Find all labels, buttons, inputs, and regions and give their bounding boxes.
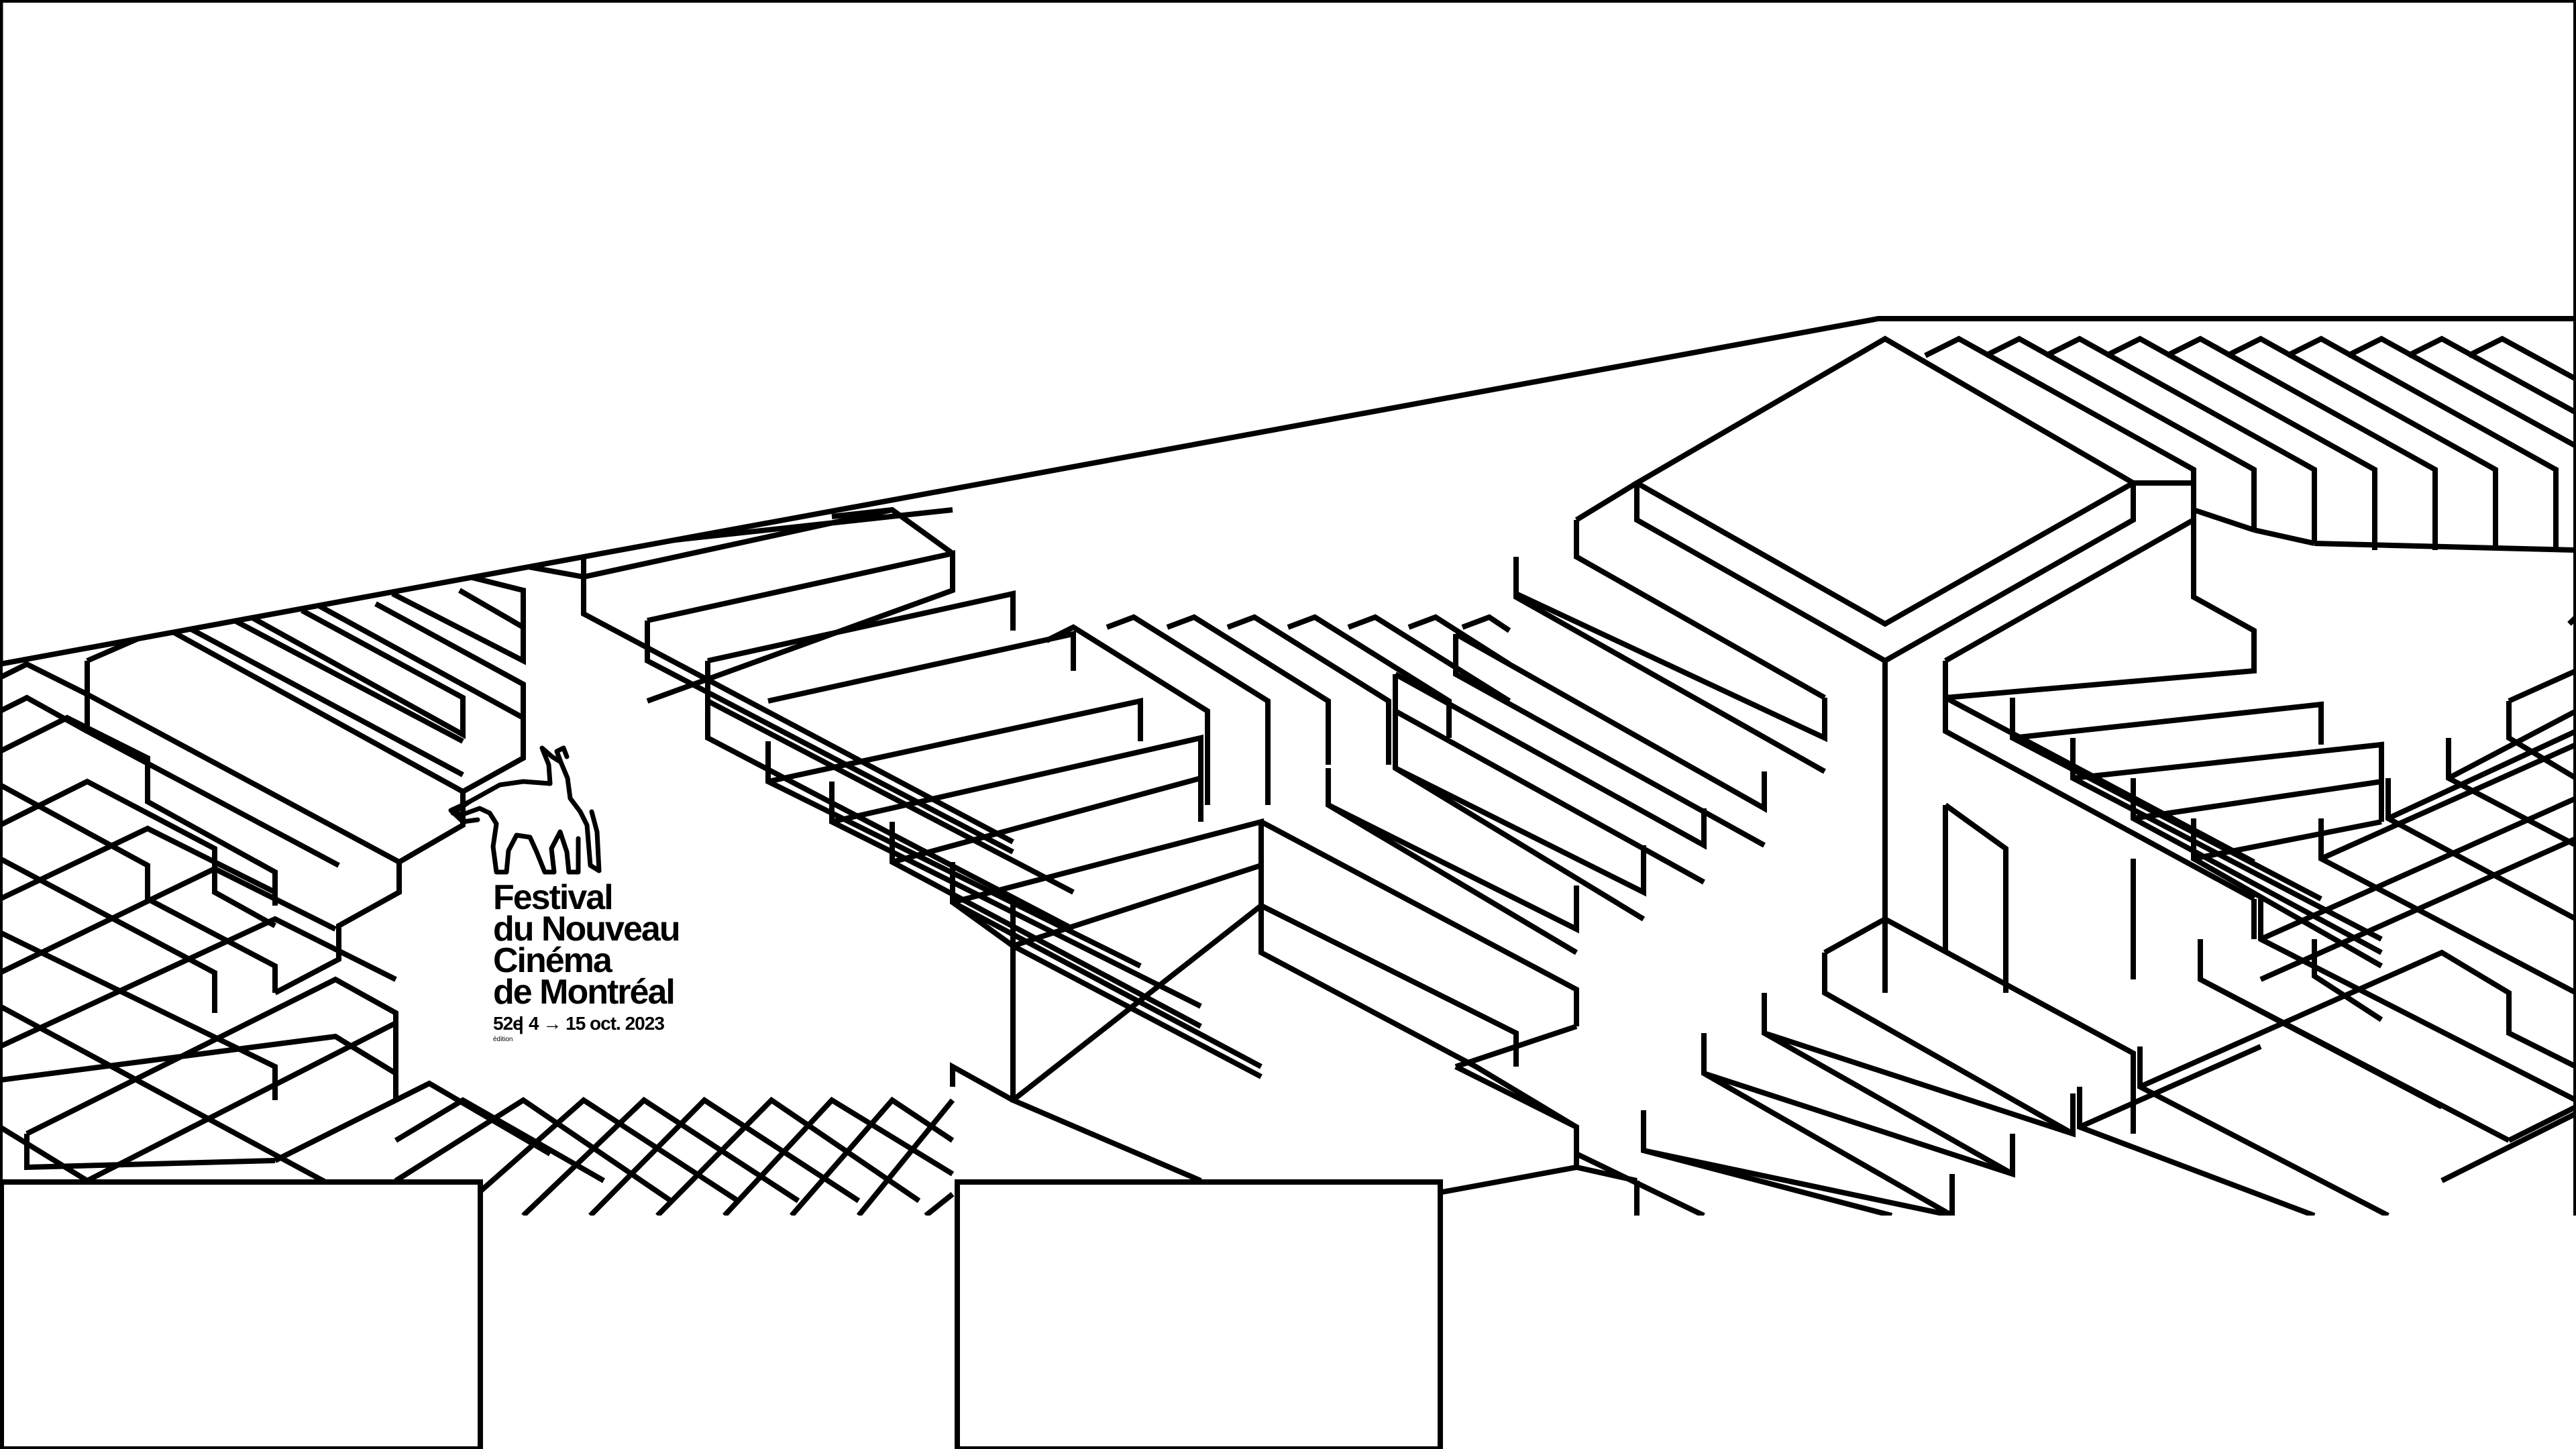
logo-edition: 52e xyxy=(493,1013,523,1034)
logo-line-4: de Montréal xyxy=(493,973,674,1012)
logo-dates: 4 → 15 oct. 2023 xyxy=(529,1013,664,1034)
stairs-top-left xyxy=(455,507,953,627)
stairs-left xyxy=(0,588,526,1190)
stairs-center-left xyxy=(581,506,1578,1183)
festival-logo: Festival du Nouveau Cinéma de Montréal 5… xyxy=(448,745,681,1043)
stairs-bottom-thin xyxy=(394,1080,955,1216)
stairs-center-thin xyxy=(1045,614,1511,805)
stairs-top-right xyxy=(1924,335,2576,553)
top-boundary-line xyxy=(0,316,2576,667)
staircase-pattern xyxy=(0,335,2576,1216)
stairs-right xyxy=(1575,480,2384,1216)
logo-line-2: du Nouveau xyxy=(493,910,680,949)
logo-separator: | xyxy=(519,1013,523,1034)
wolf-icon xyxy=(448,745,602,875)
stairs-center-right xyxy=(1260,335,2139,1216)
placeholder-box-center xyxy=(955,1179,1443,1449)
logo-edition-label: édition xyxy=(493,1036,513,1043)
placeholder-box-left xyxy=(0,1179,483,1449)
stairs-far-right xyxy=(2077,615,2576,1216)
logo-line-1: Festival xyxy=(493,878,612,917)
logo-line-3: Cinéma xyxy=(493,941,613,980)
